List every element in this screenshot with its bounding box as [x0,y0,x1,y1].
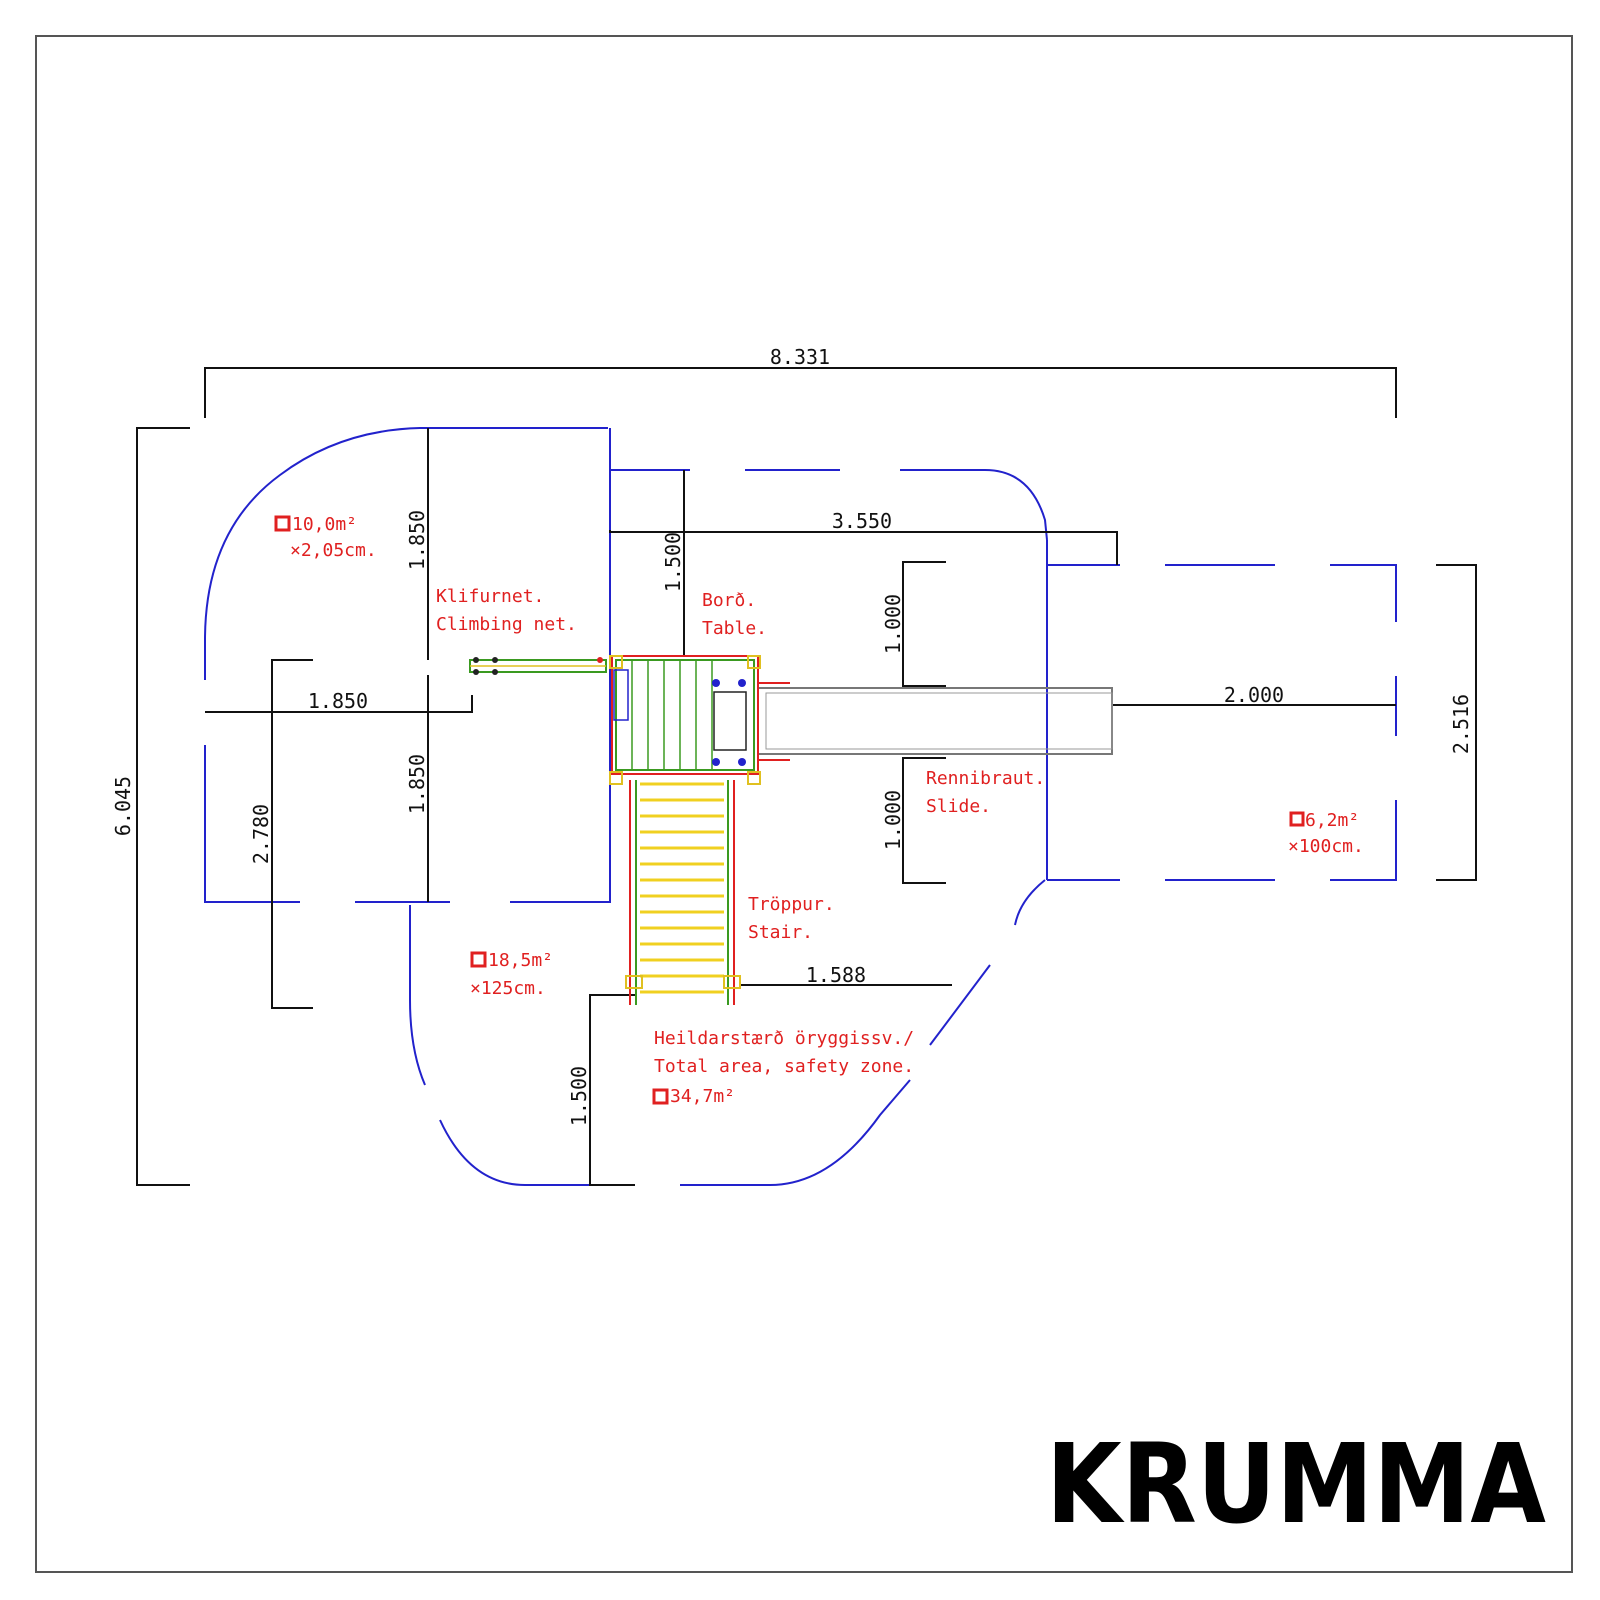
safety-zone-outline [204,427,1397,1186]
dim-left-bottom-height: 1.850 [405,754,429,814]
table-label-en: Table. [702,618,767,639]
total-label-en: Total area, safety zone. [654,1056,914,1077]
dim-left-zone-height: 2.780 [249,804,273,864]
climbing-net-label-is: Klifurnet. [436,586,544,607]
slide-label-is: Rennibraut. [926,768,1045,789]
climbing-net-label-en: Climbing net. [436,614,577,635]
dim-stair-offset: 1.588 [806,963,866,987]
dim-table-to-slide: 3.550 [832,509,892,533]
dim-overall-width: 8.331 [770,345,830,369]
net-area: 10,0m² [292,514,357,535]
area-icon [652,1088,669,1105]
platform-table [609,655,761,785]
dim-slide-length: 2.000 [1224,683,1284,707]
stair-height: ×125cm. [470,978,546,999]
stair-label-en: Stair. [748,922,813,943]
net-height: ×2,05cm. [290,540,377,561]
dim-slide-bottom: 1.000 [881,790,905,850]
page-frame [35,35,1573,1573]
stair-area: 18,5m² [488,950,553,971]
krumma-logo: KRUMMA [1046,1420,1546,1548]
stair [625,780,741,1005]
table-label-is: Borð. [702,590,756,611]
dim-table-top: 1.500 [661,532,685,592]
slide-area: 6,2m² [1305,810,1359,831]
dim-slide-top: 1.000 [881,594,905,654]
dim-overall-height: 6.045 [111,776,135,836]
dim-slide-zone-width: 2.516 [1449,694,1473,754]
slide-label-en: Slide. [926,796,991,817]
dimension-lines [136,367,1477,1186]
dim-bottom-depth: 1.500 [567,1066,591,1126]
area-icon [470,951,487,968]
slide-height: ×100cm. [1288,836,1364,857]
climbing-net [469,657,607,675]
total-area: 34,7m² [670,1086,735,1107]
area-icon [274,515,291,532]
dim-left-top-height: 1.850 [405,510,429,570]
total-label-is: Heildarstærð öryggissv./ [654,1028,914,1049]
stair-label-is: Tröppur. [748,894,835,915]
slide [757,680,1113,762]
area-icon [1289,811,1305,827]
dim-left-width: 1.850 [308,689,368,713]
